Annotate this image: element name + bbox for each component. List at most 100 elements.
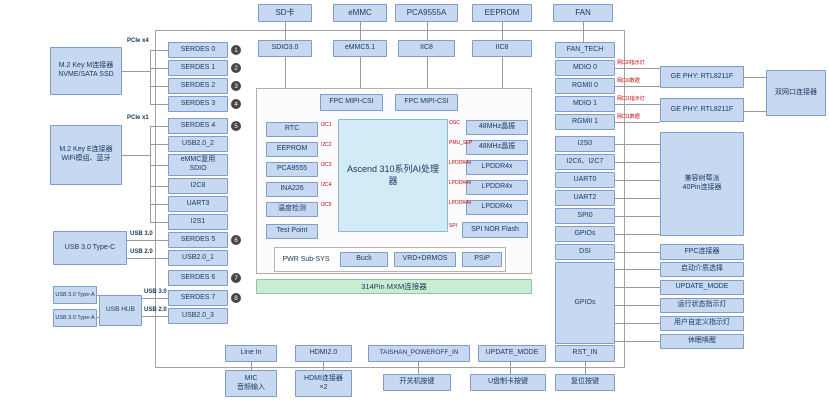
port-uart0: UART0: [555, 172, 615, 188]
eth-wire-label: 网口1指示灯: [617, 96, 645, 102]
wire: [150, 104, 168, 105]
pcie-x1-label: PCIe x1: [127, 115, 149, 121]
usb-type-a-connector-2: USB 3.0 Type-A: [53, 309, 97, 327]
port-gpios: GPIOs: [555, 226, 615, 242]
psip: PSiP: [462, 252, 502, 267]
port-serdes-3: SERDES 3: [168, 96, 228, 112]
m2e-bus: [150, 126, 151, 222]
wire: [122, 71, 150, 72]
spi-nor-flash: SPI NOR Flash: [462, 222, 528, 238]
wire: [142, 316, 168, 317]
bus-label: I2C1: [321, 122, 332, 128]
wire: [744, 77, 766, 78]
wire: [360, 22, 361, 40]
wire: [150, 165, 168, 166]
port-emmc-sdio: eMMC复用 SDIO: [168, 154, 228, 176]
wire: [615, 104, 660, 105]
wire: [427, 57, 428, 88]
port-rgmii-1: RGMII 1: [555, 114, 615, 130]
wire: [97, 295, 100, 296]
sd-card-connector: SD卡: [258, 4, 312, 22]
wire: [150, 68, 168, 69]
wire: [510, 362, 511, 374]
user-defined-led: 用户自定义指示灯: [660, 316, 744, 331]
mxm-connector-bar: 314Pin MXM连接器: [256, 279, 532, 294]
ascend-310-soc: Ascend 310系列AI处理器: [338, 119, 448, 232]
wire: [502, 22, 503, 40]
port-serdes-7: SERDES 7: [168, 290, 228, 306]
rst-in-interface: RST_IN: [555, 345, 615, 362]
wire: [323, 362, 324, 370]
board-outline: [155, 30, 625, 368]
iic8-interface-2: IIC8: [472, 40, 532, 57]
wire: [744, 111, 766, 112]
wire: [427, 22, 428, 40]
usb-type-a-connector-1: USB 3.0 Type-A: [53, 286, 97, 304]
port-dsi: DSI: [555, 244, 615, 260]
raspberry-pi-40pin-connector: 兼容树莓派 40Pin连接器: [660, 132, 744, 236]
emmc51-interface: eMMC5.1: [333, 40, 387, 57]
wire: [97, 317, 100, 318]
reset-button: 复位按键: [555, 374, 615, 391]
gpios-block: GPIOs: [555, 262, 615, 344]
wire: [150, 86, 168, 87]
usb30-label: USB 3.0: [130, 231, 153, 237]
wire: [502, 57, 503, 88]
wire: [615, 198, 660, 199]
wire: [583, 22, 584, 42]
wire: [615, 323, 660, 324]
emmc-connector: eMMC: [333, 4, 387, 22]
pca9555a-chip: PCA9555A: [395, 4, 458, 22]
boot-media-select: 启动介质选择: [660, 262, 744, 277]
wire: [615, 341, 660, 342]
osc-48mhz-1: 48MHz晶振: [466, 120, 528, 135]
bus-label: I2C3: [321, 162, 332, 168]
fpc-connector: FPC连接器: [660, 244, 744, 260]
fpc-mipi-csi-2: FPC MIPI-CSI: [395, 94, 458, 111]
pcie-x4-bus: [150, 50, 151, 104]
wire: [615, 144, 660, 145]
port-serdes-0: SERDES 0: [168, 42, 228, 58]
ge-phy-0: GE PHY: RTL8211F: [660, 66, 744, 88]
wire: [150, 50, 168, 51]
lane-number-badge: 3: [231, 81, 241, 91]
port-serdes-2: SERDES 2: [168, 78, 228, 94]
port-spi0: SPI0: [555, 208, 615, 224]
pca9555-chip: PCA9555: [266, 162, 318, 177]
lpddr4x-3: LPDDR4x: [466, 200, 528, 215]
wire: [615, 122, 660, 123]
bus-label: I2C4: [321, 182, 332, 188]
bus-label: LPDDR4x: [449, 180, 472, 186]
line-in-interface: Line In: [225, 345, 277, 362]
wire: [127, 240, 168, 241]
port-i2c8: I2C8: [168, 178, 228, 194]
update-mode-switch: UPDATE_MODE: [660, 280, 744, 295]
port-i2s1: I2S1: [168, 214, 228, 230]
poweroff-in-interface: TAISHAN_POWEROFF_IN: [368, 345, 470, 362]
fan-connector: FAN: [553, 4, 613, 22]
osc-48mhz-2: 48MHz晶振: [466, 140, 528, 155]
wire: [150, 126, 168, 127]
wire: [418, 362, 419, 374]
wire: [615, 68, 660, 69]
bus-label: LPDDR4x: [449, 200, 472, 206]
buck-regulator: Buck: [340, 252, 388, 267]
lane-number-badge: 6: [231, 235, 241, 245]
usb-flash-button: U盘制卡按键: [470, 374, 546, 391]
lpddr4x-2: LPDDR4x: [466, 180, 528, 195]
ina226-chip: INA226: [266, 182, 318, 197]
bus-label: I2C2: [321, 142, 332, 148]
temp-sensor: 温度检测: [266, 202, 318, 217]
test-point: Test Point: [266, 224, 318, 239]
wire: [360, 57, 361, 88]
lane-number-badge: 2: [231, 63, 241, 73]
eth-wire-label: 网口0数据: [617, 78, 640, 84]
port-serdes-1: SERDES 1: [168, 60, 228, 76]
eeprom-module-chip: EEPROM: [266, 142, 318, 157]
bus-label: LPDDR4x: [449, 160, 472, 166]
port-uart3: UART3: [168, 196, 228, 212]
wire: [615, 252, 660, 253]
wire: [127, 258, 168, 259]
wire: [285, 22, 286, 40]
